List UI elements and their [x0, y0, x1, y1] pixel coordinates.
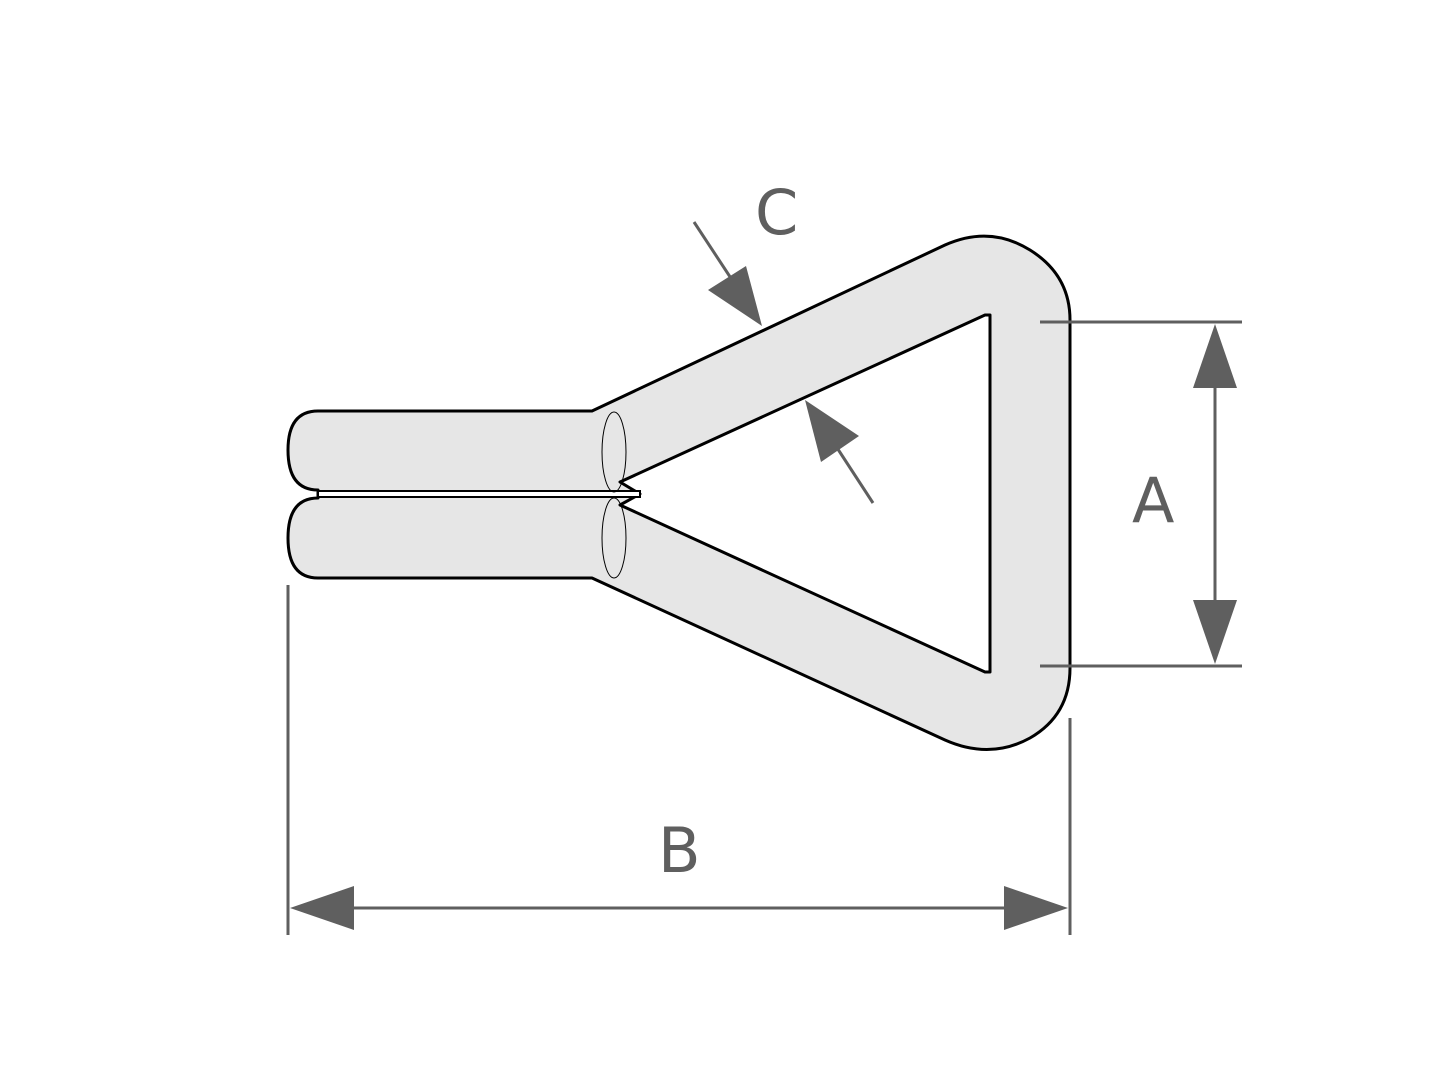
cross-section-upper [601, 411, 627, 493]
wire-loop [286, 234, 1072, 751]
label-b: B [658, 814, 701, 887]
label-c: C [755, 176, 799, 249]
dimension-c [692, 221, 875, 504]
label-a: A [1132, 464, 1175, 537]
dimension-b [286, 585, 1072, 935]
cross-section-lower [601, 497, 627, 579]
dimension-a [1040, 320, 1242, 668]
